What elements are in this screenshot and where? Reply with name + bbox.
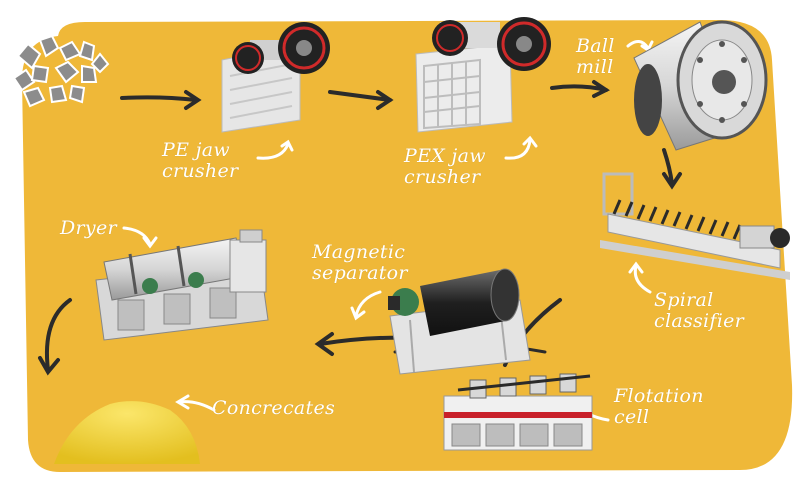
pe-jaw-crusher-machine <box>221 22 330 133</box>
label-spiral-classifier: Spiral classifier <box>654 289 745 332</box>
ball-mill-machine <box>633 20 768 151</box>
flotation-cell-machine <box>443 373 593 451</box>
pex-jaw-crusher-machine <box>415 17 551 133</box>
spiral-classifier-machine <box>600 172 790 280</box>
concentrate-pile <box>54 401 200 464</box>
label-magnetic-separator: Magnetic separator <box>312 241 408 284</box>
dryer-machine <box>95 229 269 341</box>
ore-stones-icon <box>12 34 110 108</box>
label-pe-jaw-crusher: PE jaw crusher <box>162 139 239 182</box>
label-dryer: Dryer <box>60 217 117 239</box>
label-concentrates: Concrecates <box>212 397 336 419</box>
label-pex-jaw-crusher: PEX jaw crusher <box>404 145 486 188</box>
label-flotation-cell: Flotation cell <box>614 385 704 428</box>
label-ball-mill: Ball mill <box>576 35 615 78</box>
magnetic-separator-machine <box>388 268 531 375</box>
background-panel <box>22 20 793 472</box>
